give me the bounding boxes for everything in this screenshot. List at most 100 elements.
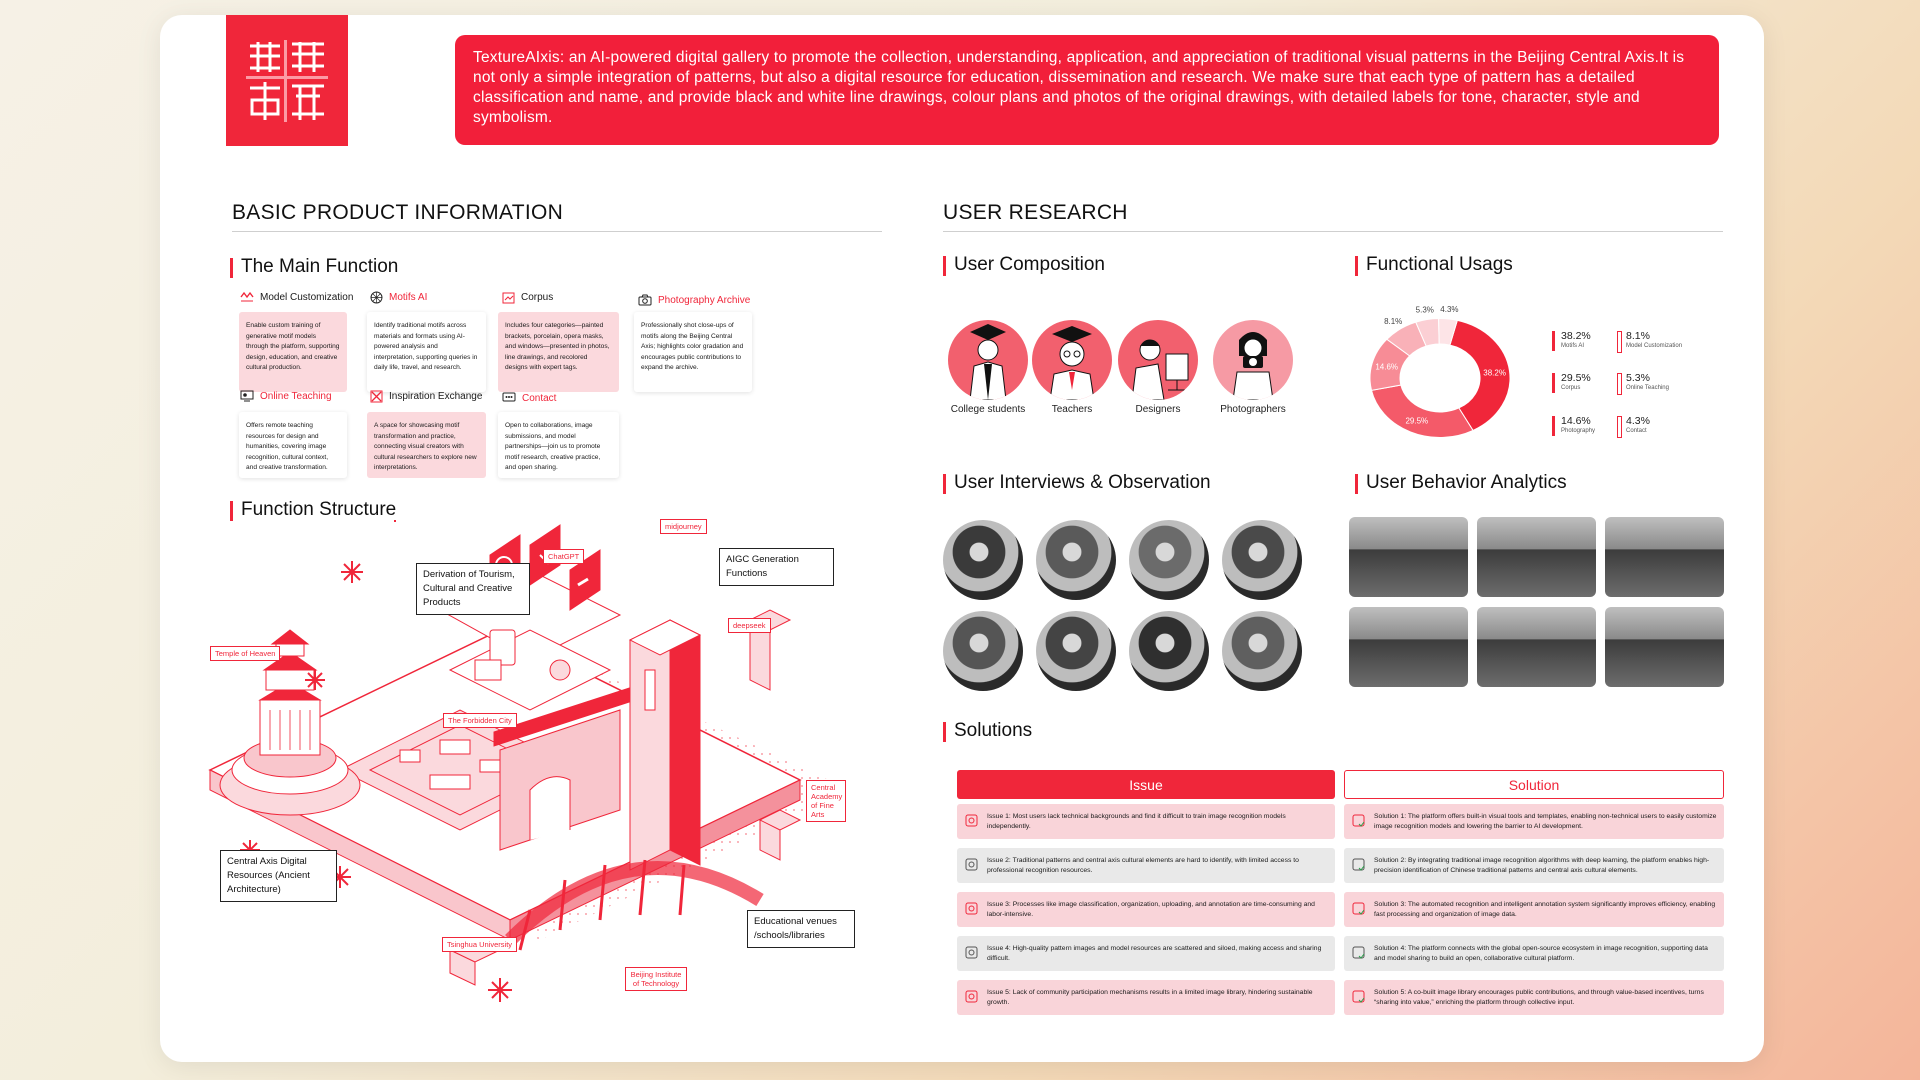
behavior-photo	[1477, 607, 1596, 687]
interview-photo	[1036, 520, 1116, 600]
usage-donut-chart: 38.2%29.5%14.6%8.1%5.3%4.3%	[1369, 305, 1511, 438]
solution-text: Solution 1: The platform offers built-in…	[1374, 812, 1717, 830]
feature-desc: Identify traditional motifs across mater…	[367, 312, 486, 392]
behavior-photo	[1605, 517, 1724, 597]
issue-text: Issue 1: Most users lack technical backg…	[987, 812, 1286, 830]
solution-check-icon	[1352, 858, 1365, 871]
persona-photographers: Photographers	[1203, 320, 1303, 415]
interview-photo	[1036, 611, 1116, 691]
legend-item: 29.5%Corpus	[1552, 372, 1591, 393]
behavior-photo	[1349, 517, 1468, 597]
legend-value: 4.3%	[1626, 415, 1650, 427]
issue-row: Issue 1: Most users lack technical backg…	[957, 804, 1335, 839]
legend-item: 8.1%Model Customization	[1617, 330, 1683, 353]
issue-icon	[965, 858, 978, 871]
label-forbidden-city: The Forbidden City	[443, 713, 517, 728]
issue-row: Issue 5: Lack of community participation…	[957, 980, 1335, 1015]
persona-teachers: Teachers	[1022, 320, 1122, 415]
feature-inspiration-exchange: Inspiration Exchange	[370, 390, 482, 403]
designer-illustration	[1118, 320, 1198, 400]
solution-text: Solution 3: The automated recognition an…	[1374, 900, 1716, 918]
interview-photo	[1222, 520, 1302, 600]
feature-motifs-ai: Motifs AI	[370, 291, 427, 304]
issue-header: Issue	[957, 770, 1335, 799]
solution-text: Solution 5: A co-built image library enc…	[1374, 988, 1704, 1006]
behavior-photo	[1477, 517, 1596, 597]
motif-icon	[370, 291, 383, 304]
user-composition-title: User Composition	[943, 254, 1105, 276]
basic-info-title: BASIC PRODUCT INFORMATION	[232, 201, 564, 224]
behavior-photo	[1605, 607, 1724, 687]
teacher-illustration	[1032, 320, 1112, 400]
solution-check-icon	[1352, 814, 1365, 827]
function-structure-title: Function Structure	[230, 499, 396, 521]
legend-name: Motifs AI	[1561, 343, 1585, 349]
persona-designers: Designers	[1108, 320, 1208, 415]
issue-icon	[965, 814, 978, 827]
photographer-illustration	[1213, 320, 1293, 400]
legend-item: 14.6%Photography	[1552, 415, 1596, 436]
divider	[943, 231, 1723, 232]
donut-label: 5.3%	[1416, 306, 1434, 315]
issue-icon	[965, 946, 978, 959]
legend-name: Photography	[1561, 428, 1596, 434]
solution-row: Solution 5: A co-built image library enc…	[1344, 980, 1724, 1015]
persona-college-students: College students	[938, 320, 1038, 416]
issue-icon	[965, 990, 978, 1003]
legend-item: 5.3%Online Teaching	[1617, 372, 1669, 395]
label-deepseek: deepseek	[728, 618, 771, 633]
interview-photo	[1129, 520, 1209, 600]
feature-contact: Contact	[502, 392, 556, 404]
donut-slice	[1370, 384, 1474, 438]
model-icon	[240, 291, 254, 302]
feature-online-teaching: Online Teaching	[240, 390, 332, 402]
feature-desc: Enable custom training of generative mot…	[239, 312, 347, 392]
legend-value: 8.1%	[1626, 330, 1650, 342]
feature-desc: A space for showcasing motif transformat…	[367, 412, 486, 478]
issue-icon	[965, 902, 978, 915]
interview-photo	[943, 520, 1023, 600]
box-tourism: Derivation of Tourism, Cultural and Crea…	[416, 563, 530, 615]
student-illustration	[948, 320, 1028, 400]
corpus-icon	[502, 292, 515, 304]
solution-check-icon	[1352, 946, 1365, 959]
label-chatgpt: ChatGPT	[543, 549, 585, 564]
interviews-title: User Interviews & Observation	[943, 472, 1211, 494]
main-function-title: The Main Function	[230, 256, 398, 278]
issue-row: Issue 3: Processes like image classifica…	[957, 892, 1335, 927]
user-research-title: USER RESEARCH	[943, 201, 1128, 224]
legend-item: 38.2%Motifs AI	[1552, 330, 1591, 351]
solution-text: Solution 2: By integrating traditional i…	[1374, 856, 1710, 874]
legend-name: Model Customization	[1626, 343, 1683, 349]
behavior-analytics-title: User Behavior Analytics	[1355, 472, 1567, 494]
donut-label: 29.5%	[1405, 416, 1428, 425]
issue-text: Issue 4: High-quality pattern images and…	[987, 944, 1322, 962]
donut-slice	[1449, 319, 1511, 432]
solution-text: Solution 4: The platform connects with t…	[1374, 944, 1708, 962]
poster-card: TextureAIxis: an AI-powered digital gall…	[160, 15, 1764, 1062]
box-aigc: AIGC Generation Functions	[719, 548, 834, 586]
behavior-photo	[1349, 607, 1468, 687]
teaching-icon	[240, 390, 254, 402]
label-temple-of-heaven: Temple of Heaven	[210, 646, 281, 661]
camera-icon	[638, 294, 652, 306]
solution-row: Solution 1: The platform offers built-in…	[1344, 804, 1724, 839]
solutions-title: Solutions	[943, 720, 1032, 742]
solution-check-icon	[1352, 990, 1365, 1003]
donut-slice	[1438, 318, 1458, 346]
solution-row: Solution 3: The automated recognition an…	[1344, 892, 1724, 927]
function-structure-illustration	[208, 520, 850, 1002]
feature-corpus: Corpus	[502, 291, 553, 304]
legend-name: Contact	[1626, 428, 1647, 434]
brand-logo	[226, 15, 348, 146]
legend-name: Corpus	[1561, 385, 1581, 391]
legend-item: 4.3%Contact	[1617, 415, 1650, 438]
donut-label: 8.1%	[1384, 317, 1402, 326]
functional-usage-title: Functional Usags	[1355, 254, 1513, 276]
legend-value: 5.3%	[1626, 372, 1650, 384]
feature-desc: Includes four categories—painted bracket…	[498, 312, 619, 392]
interview-photo	[1129, 611, 1209, 691]
donut-label: 38.2%	[1483, 368, 1506, 377]
feature-model-customization: Model Customization	[240, 291, 353, 303]
interview-photo	[1222, 611, 1302, 691]
